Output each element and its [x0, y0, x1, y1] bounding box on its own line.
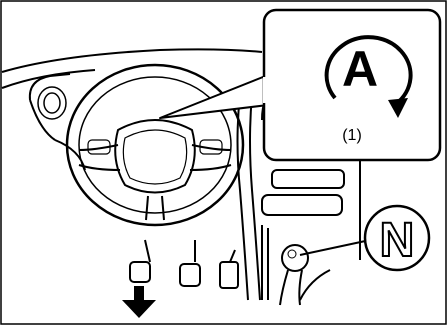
callout-label: (1) — [342, 127, 362, 144]
neutral-gear-letter: N — [380, 214, 415, 267]
clutch-pedal — [130, 262, 150, 282]
brake-pedal — [180, 264, 200, 286]
accelerator-pedal — [220, 262, 238, 288]
auto-start-stop-letter: A — [342, 41, 378, 97]
neutral-gear-icon: N — [365, 206, 429, 270]
